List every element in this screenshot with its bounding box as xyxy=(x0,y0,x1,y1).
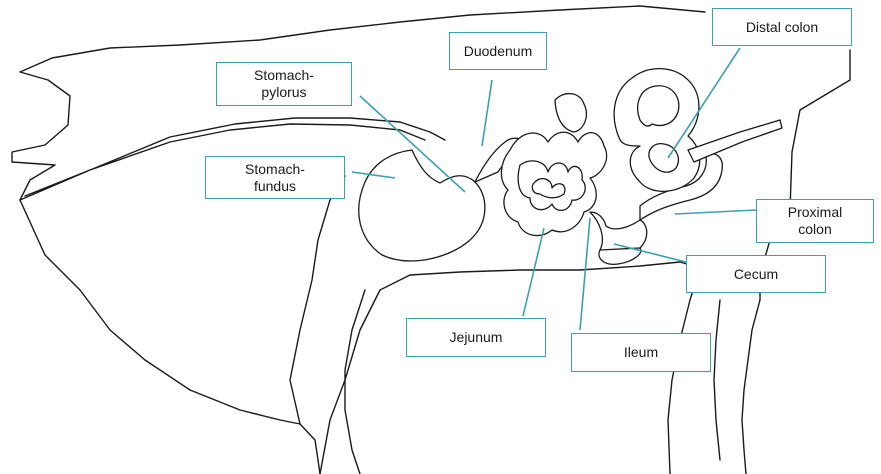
pig-belly-line xyxy=(20,200,320,474)
label-jejunum: Jejunum xyxy=(406,318,546,357)
label-duodenum: Duodenum xyxy=(449,32,547,70)
label-distal-colon: Distal colon xyxy=(712,8,852,46)
stomach-shape xyxy=(359,150,485,261)
pig-shoulder-line xyxy=(290,176,345,424)
label-cecum: Cecum xyxy=(686,255,826,293)
jejunum-coils xyxy=(501,94,606,236)
cecum-shape xyxy=(599,248,641,264)
leader-duodenum xyxy=(482,80,492,146)
label-proximal-colon: Proximal colon xyxy=(756,199,874,243)
rectum-shape xyxy=(688,120,782,162)
label-ileum: Ileum xyxy=(571,333,711,372)
leader-jejunum xyxy=(523,228,544,316)
leader-ileum xyxy=(580,218,590,330)
label-stomach-pylorus: Stomach- pylorus xyxy=(216,62,352,106)
leader-proximal-colon xyxy=(675,210,756,214)
label-stomach-fundus: Stomach- fundus xyxy=(205,156,345,199)
